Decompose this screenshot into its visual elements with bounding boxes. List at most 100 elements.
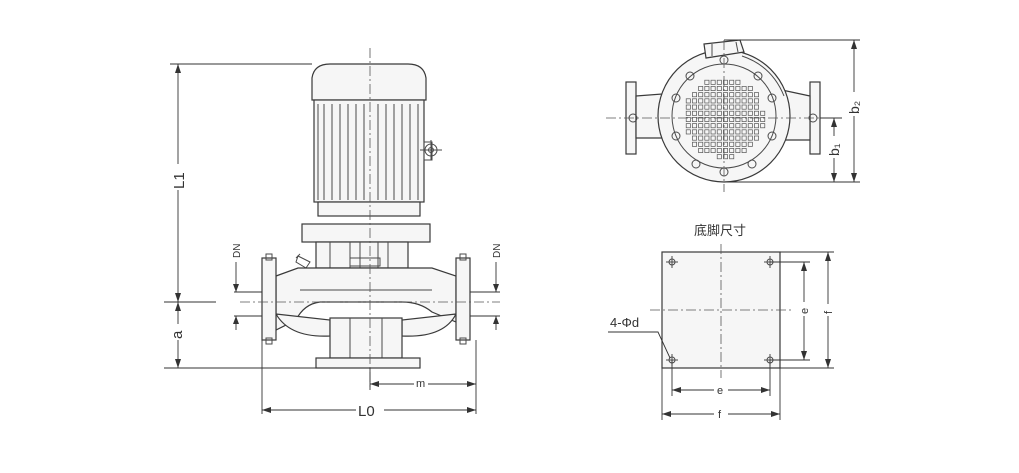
grille-cell	[729, 154, 735, 160]
grille-cell	[710, 86, 716, 91]
grille-cell	[704, 79, 710, 85]
grille-cell	[747, 135, 753, 141]
grille-cell	[716, 92, 722, 98]
inlet-flange	[261, 257, 277, 341]
front-view: L1 a DN DN m L0	[164, 48, 503, 420]
grille-cell	[698, 135, 704, 141]
grille-cell	[741, 135, 747, 141]
grille-cell	[704, 98, 710, 104]
grille-cell	[685, 123, 691, 129]
grille-cell	[735, 110, 741, 116]
grille-cell	[735, 92, 741, 98]
grille-cell	[760, 117, 766, 122]
grille-cell	[698, 123, 704, 129]
grille-cell	[704, 86, 710, 91]
a-label: a	[169, 330, 186, 339]
DN-left-label: DN	[232, 244, 243, 258]
grille-cell	[741, 110, 747, 116]
grille-cell	[716, 98, 722, 104]
grille-cell	[698, 92, 704, 98]
grille-cell	[747, 110, 753, 116]
grille-cell	[710, 79, 716, 85]
grille-cell	[716, 104, 722, 110]
grille-cell	[741, 98, 747, 104]
pump-base-plate	[315, 357, 421, 369]
grille-cell	[698, 129, 704, 135]
grille-cell	[741, 129, 747, 135]
grille-cell	[710, 110, 716, 116]
grille-cell	[716, 117, 722, 122]
grille-cell	[729, 129, 735, 135]
grille-cell	[704, 123, 710, 129]
grille-cell	[710, 123, 716, 129]
grille-cell	[704, 104, 710, 110]
grille-cell	[710, 148, 716, 153]
grille-cell	[698, 110, 704, 116]
grille-cell	[685, 104, 691, 110]
terminal-box-icon	[420, 140, 442, 161]
grille-cell	[723, 129, 728, 135]
pump-pedestal	[329, 317, 403, 359]
grille-cell	[754, 110, 759, 116]
grille-cell	[735, 141, 741, 147]
motor-cap	[311, 63, 427, 101]
grille-cell	[741, 141, 747, 147]
grille-cell	[729, 110, 735, 116]
grille-cell	[692, 117, 697, 122]
grille-cell	[716, 129, 722, 135]
fan-grille	[685, 79, 766, 160]
grille-cell	[729, 104, 735, 110]
grille-cell	[735, 129, 741, 135]
grille-cell	[735, 86, 741, 91]
grille-cell	[754, 92, 759, 98]
grille-cell	[735, 117, 741, 122]
grille-cell	[685, 129, 691, 135]
grille-cell	[747, 92, 753, 98]
grille-cell	[692, 123, 697, 129]
grille-cell	[716, 141, 722, 147]
grille-cell	[754, 135, 759, 141]
grille-cell	[747, 129, 753, 135]
grille-cell	[710, 135, 716, 141]
grille-cell	[747, 123, 753, 129]
grille-cell	[698, 104, 704, 110]
grille-cell	[710, 104, 716, 110]
grille-cell	[760, 110, 766, 116]
grille-cell	[741, 123, 747, 129]
grille-cell	[685, 110, 691, 116]
grille-cell	[698, 86, 704, 91]
grille-cell	[716, 86, 722, 91]
grille-cell	[698, 117, 704, 122]
grille-cell	[754, 104, 759, 110]
grille-cell	[692, 129, 697, 135]
motor-body	[313, 99, 425, 203]
grille-cell	[741, 86, 747, 91]
grille-cell	[729, 98, 735, 104]
top-view: b₂ b₁	[606, 39, 863, 192]
grille-cell	[729, 92, 735, 98]
grille-cell	[710, 98, 716, 104]
grille-cell	[716, 110, 722, 116]
coupling-detail	[329, 242, 389, 268]
grille-cell	[754, 98, 759, 104]
grille-cell	[685, 117, 691, 122]
grille-cell	[723, 110, 728, 116]
grille-cell	[747, 104, 753, 110]
grille-cell	[698, 141, 704, 147]
grille-cell	[723, 154, 728, 160]
grille-cell	[723, 79, 728, 85]
grille-cell	[729, 135, 735, 141]
grille-cell	[710, 92, 716, 98]
grille-cell	[729, 86, 735, 91]
grille-cell	[723, 141, 728, 147]
grille-cell	[741, 104, 747, 110]
grille-cell	[692, 98, 697, 104]
L1-label: L1	[171, 172, 188, 189]
base-view: 底脚尺寸 4-Φd e f	[608, 223, 835, 421]
grille-cell	[704, 135, 710, 141]
grille-cell	[704, 92, 710, 98]
grille-cell	[729, 79, 735, 85]
grille-cell	[704, 110, 710, 116]
grille-cell	[754, 129, 759, 135]
